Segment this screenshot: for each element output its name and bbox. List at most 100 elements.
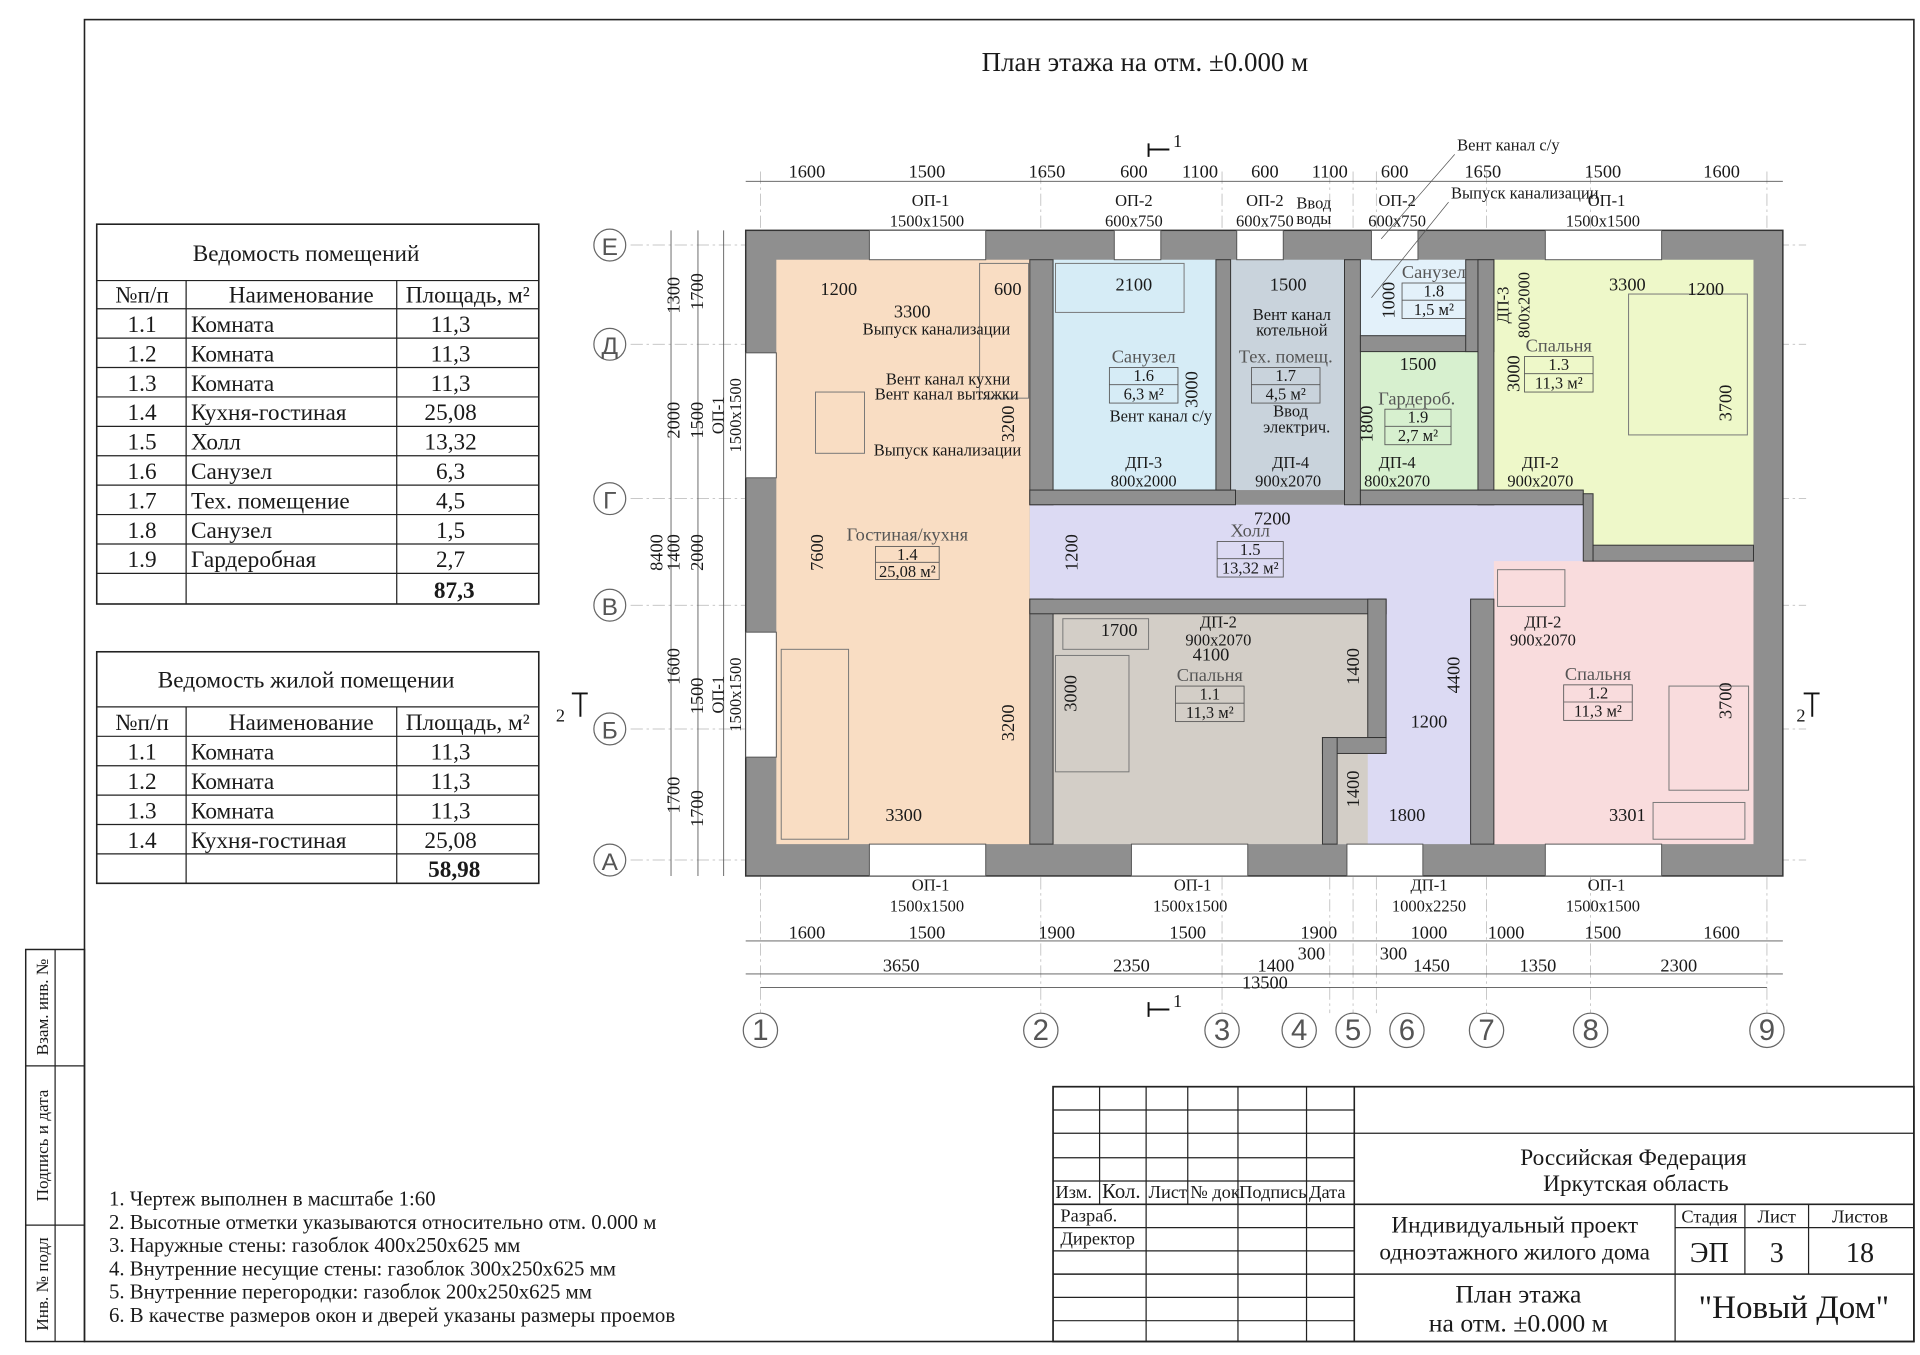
room-tag [1384, 408, 1452, 446]
room-tag [1524, 356, 1594, 393]
dim-text: 3300 [885, 805, 922, 825]
tb-company: "Новый Дом" [1699, 1290, 1889, 1326]
annotation: Ввод [1273, 402, 1308, 421]
dim-text: 1500 [1585, 922, 1622, 942]
axis-bubble [593, 588, 627, 622]
axis-bubble [1335, 1012, 1371, 1049]
tb-sheets: 18 [1846, 1238, 1874, 1269]
annotation: Выпуск канализации [1451, 183, 1599, 202]
axis-label: 9 [1759, 1014, 1775, 1047]
section-marks [571, 143, 1820, 1017]
annotation: Выпуск канализации [874, 441, 1022, 460]
table-cell: Комната [191, 798, 275, 824]
wall [1321, 737, 1338, 845]
opening-labels: ОП-1 1500х1500 ОП-2 600х750 ОП-2 600х750… [709, 191, 1640, 916]
opening-label: ДП-4 [1272, 453, 1309, 472]
room-area: 13,32 м² [1222, 558, 1279, 577]
window-op1 [1130, 843, 1249, 877]
dim-text: 3000 [1504, 355, 1524, 392]
opening-label: ОП-1 [912, 876, 950, 895]
room-tag [1401, 282, 1467, 319]
wall [1029, 489, 1236, 506]
dim-text: 600 [994, 279, 1022, 299]
note-line: 1. Чертеж выполнен в масштабе 1:60 [109, 1187, 436, 1211]
opening-label: ОП-1 [1588, 876, 1626, 895]
axis-bubble [1749, 1012, 1785, 1049]
dim-text: 2100 [1116, 274, 1153, 294]
table-cell: 1.7 [127, 488, 156, 514]
dim-text: 3300 [894, 301, 931, 321]
window-op1 [868, 843, 987, 877]
table-total: 87,3 [434, 578, 475, 604]
sofa [780, 648, 850, 840]
table-cell: 1.3 [127, 371, 156, 397]
opening-size: 900х2070 [1510, 631, 1576, 650]
opening-label: ДП-1 [1411, 876, 1448, 895]
dim-text: 2300 [1660, 956, 1697, 976]
dim-text: 1800 [1389, 805, 1426, 825]
dim-text: 3000 [1182, 371, 1202, 408]
room-number: 1.1 [1199, 685, 1220, 704]
living-rooms-table: Ведомость жилой помещении №п/п Наименова… [95, 650, 540, 885]
opening-size: 1000х2250 [1392, 896, 1466, 915]
opening-size: 1500х1500 [890, 896, 964, 915]
table-header: №п/п [115, 283, 169, 309]
tb-col-header: Изм. [1056, 1182, 1092, 1202]
bed [1628, 293, 1748, 436]
room-area: 6,3 м² [1124, 384, 1164, 403]
tb-project: Индивидуальный проект [1391, 1212, 1638, 1238]
axis-label: 8 [1582, 1014, 1598, 1047]
dim-text: 600 [1120, 162, 1148, 182]
dining-table [815, 391, 865, 454]
table-cell: 13,32 [424, 430, 476, 456]
opening-size: 800х2000 [1514, 272, 1533, 338]
side-stamp-inventory: Инв. № подл [33, 1237, 52, 1331]
table-row: 1.9 Гардеробная 2,7 [127, 547, 465, 573]
room-tag [875, 545, 940, 580]
annotation: Вент канал кухни [886, 370, 1010, 389]
axis-bubble [593, 327, 627, 361]
dim-text: 1000 [1379, 282, 1399, 319]
room-tech [1230, 259, 1345, 491]
window-op1 [1544, 843, 1663, 877]
dim-text: 7200 [1254, 508, 1291, 528]
table-row: 1.5 Холл 13,32 [127, 430, 476, 456]
table-cell: 1.4 [127, 400, 156, 426]
room-name: Тех. помещ. [1239, 347, 1333, 367]
room-bedroom-1 [1053, 613, 1368, 845]
tb-org: Российская Федерация [1520, 1145, 1747, 1171]
table-row: 1.4 Кухня-гостиная 25,08 [127, 828, 476, 854]
dim-text: 1700 [687, 790, 707, 827]
table-cell: 25,08 [424, 828, 476, 854]
dim-text: 1500 [1400, 354, 1437, 374]
table-header: №п/п [115, 710, 169, 736]
section-label: 2 [556, 706, 565, 726]
axis-bubble [1204, 1012, 1240, 1049]
dim-text: 1400 [1343, 771, 1363, 808]
dim-text: 1800 [1357, 406, 1377, 443]
dim-text: 2350 [1113, 956, 1150, 976]
table-header: Площадь, м² [406, 283, 530, 309]
annotation: Вент канал с/у [1457, 136, 1560, 155]
table-cell: 1.3 [127, 798, 156, 824]
dim-text: 1200 [1411, 712, 1448, 732]
note-line: 5. Внутренние перегородки: газоблок 200х… [109, 1280, 592, 1304]
wall [1367, 598, 1387, 739]
table-cell: 11,3 [431, 371, 471, 397]
title-block: Изм. Кол. Лист № док Подпись Дата Разраб… [1052, 1085, 1915, 1343]
dim-text: 1500 [1270, 274, 1307, 294]
axis-bubble [742, 1012, 779, 1049]
side-stamp: Взам. инв. № Подпись и дата Инв. № подл [24, 948, 86, 1343]
dim-text: 1500 [1585, 162, 1622, 182]
bathtub [1055, 262, 1185, 313]
table-total: 58,98 [428, 857, 480, 883]
dim-text: 1500 [909, 162, 946, 182]
room-area: 11,3 м² [1574, 702, 1622, 721]
top-dimensions: 1600 1500 1650 600 1100 600 1100 600 165… [789, 162, 1740, 182]
opening-size: 800х2000 [1111, 471, 1177, 490]
dim-text: 300 [1298, 943, 1326, 963]
axis-label: Г [603, 487, 616, 514]
table-cell: Комната [191, 769, 275, 795]
table-row: 1.3 Комната 11,3 [127, 798, 470, 824]
windows [745, 229, 1663, 877]
